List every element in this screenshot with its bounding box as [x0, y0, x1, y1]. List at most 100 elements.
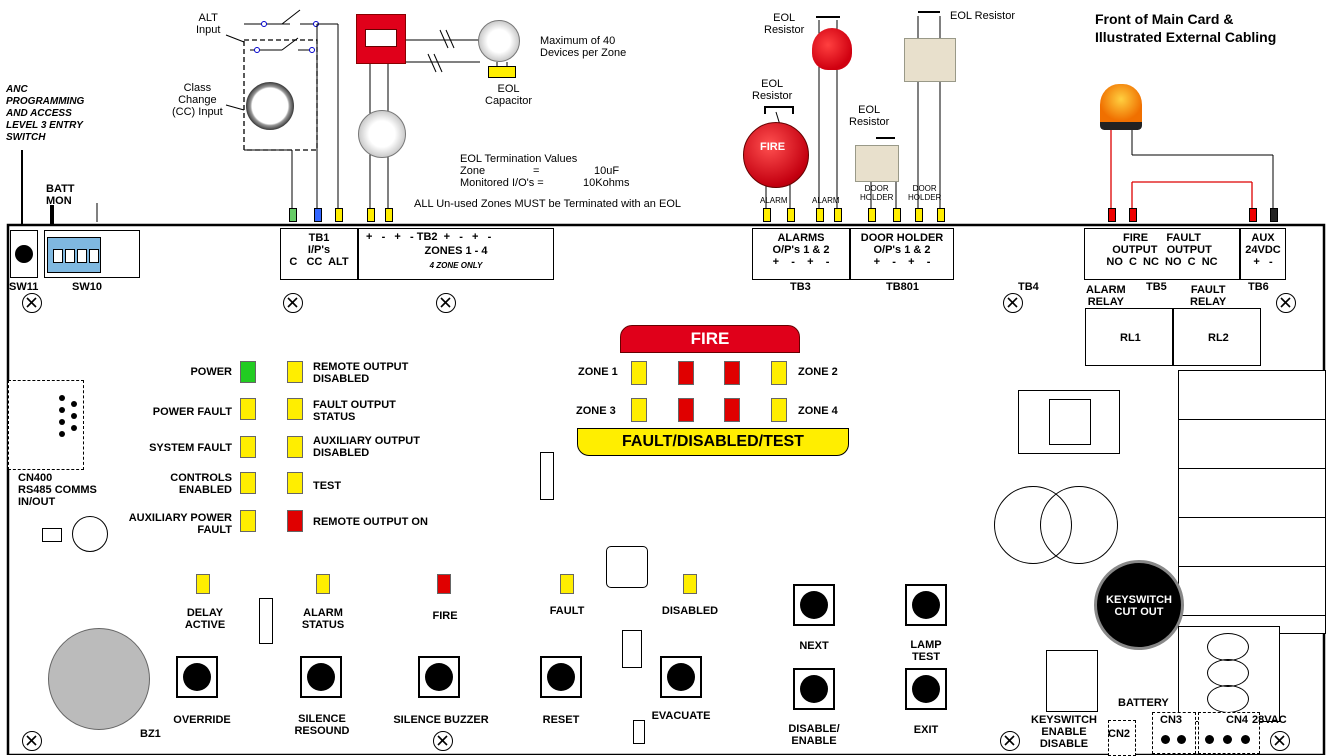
tb801-box-label: DOOR HOLDER O/P's 1 & 2 + - + - — [860, 232, 944, 268]
next-label: NEXT — [799, 640, 829, 652]
mounting-screw-icon — [1276, 293, 1296, 313]
zone4-label: ZONE 4 — [798, 405, 838, 417]
clock-device-icon — [246, 82, 294, 130]
strobe-beacon-icon — [1100, 84, 1142, 130]
mounting-screw-icon — [1003, 293, 1023, 313]
test-led — [287, 472, 303, 494]
zone2-label: ZONE 2 — [798, 366, 838, 378]
cn3-label: CN3 — [1160, 714, 1183, 726]
wire-terminal — [314, 208, 322, 222]
disabled-led — [683, 574, 697, 594]
tb4-label: TB4 — [1018, 281, 1039, 293]
delay-active-label: DELAY ACTIVE — [184, 607, 226, 631]
wire-terminal — [1129, 208, 1137, 222]
wire-terminal — [816, 208, 824, 222]
next-button[interactable] — [793, 584, 835, 626]
power-label: POWER — [190, 366, 232, 378]
tb801-label: TB801 — [886, 281, 920, 293]
delay-active-led — [196, 574, 210, 594]
disable-enable-button[interactable] — [793, 668, 835, 710]
test-label: TEST — [313, 480, 342, 492]
capacitor-2 — [1040, 486, 1118, 564]
keyswitch-cutout-label: KEYSWITCH CUT OUT — [1106, 594, 1172, 618]
lamp-test-button[interactable] — [905, 584, 947, 626]
tb6-connector[interactable] — [1240, 228, 1286, 280]
tb3-label: TB3 — [790, 281, 811, 293]
exit-label: EXIT — [913, 724, 939, 736]
zone2-fire-led — [724, 361, 740, 385]
mounting-screw-icon — [22, 293, 42, 313]
silence-buzzer-button[interactable] — [418, 656, 460, 698]
alarm-status-led — [316, 574, 330, 594]
fault-relay-label: FAULT RELAY — [1190, 284, 1227, 308]
battery-label: BATTERY — [1118, 697, 1169, 709]
eol-resistor-label-3: EOL Resistor — [849, 104, 890, 128]
tb6-box-label: AUX 24VDC + - — [1245, 232, 1281, 268]
resistor-icon — [764, 106, 794, 114]
wire-terminal — [937, 208, 945, 222]
aux-output-disabled-led — [287, 436, 303, 458]
tb5-connector[interactable] — [1084, 228, 1240, 280]
alt-input-label: ALT Input — [196, 12, 221, 36]
door-holder-wire-label-2: DOOR HOLDER — [908, 184, 942, 202]
exit-button[interactable] — [905, 668, 947, 710]
transformer-block — [1018, 390, 1120, 454]
aux-power-fault-label: AUXILIARY POWER FAULT — [128, 512, 232, 536]
tb2-sub-label: 4 ZONE ONLY — [429, 261, 483, 270]
cn4-label: CN4 — [1226, 714, 1249, 726]
silence-resound-button[interactable] — [300, 656, 342, 698]
reset-label: RESET — [542, 714, 580, 726]
tb2-connector[interactable] — [358, 228, 554, 280]
sw11-label: SW11 — [9, 281, 39, 293]
class-change-label: Class Change (CC) Input — [172, 82, 223, 118]
tb3-connector[interactable] — [752, 228, 850, 280]
wire-terminal — [289, 208, 297, 222]
mounting-screw-icon — [1270, 731, 1290, 751]
zone1-fault-led — [631, 361, 647, 385]
silence-buzzer-label: SILENCE BUZZER — [393, 714, 489, 726]
reset-button[interactable] — [540, 656, 582, 698]
tb2-label: ZONES 1 - 4 — [424, 245, 488, 257]
cn4-connector[interactable] — [1198, 712, 1260, 754]
remote-output-disabled-label: REMOTE OUTPUT DISABLED — [313, 361, 409, 385]
relay-rl1 — [1085, 308, 1173, 366]
wire-terminal — [1270, 208, 1278, 222]
evacuate-label: EVACUATE — [651, 710, 711, 722]
ic-chip — [259, 598, 273, 644]
transformer-coils — [1178, 626, 1280, 722]
bz1-label: BZ1 — [140, 728, 161, 740]
zone4-fire-led — [724, 398, 740, 422]
override-button[interactable] — [176, 656, 218, 698]
fire-bell-text: FIRE — [760, 141, 786, 153]
tb5-box-label: FIRE FAULT OUTPUT OUTPUT NO C NC NO C NC — [1106, 232, 1218, 268]
keyswitch-enable-label: KEYSWITCH ENABLE DISABLE — [1031, 714, 1097, 750]
cn3-connector[interactable] — [1152, 712, 1196, 754]
door-holder-icon-2 — [904, 38, 956, 82]
eol-io: Monitored I/O's = — [460, 177, 544, 189]
alarm-relay-label: ALARM RELAY — [1086, 284, 1126, 308]
fault-led — [560, 574, 574, 594]
fire-label: FIRE — [432, 610, 458, 622]
wire-terminal — [787, 208, 795, 222]
power-fault-led — [240, 398, 256, 420]
wire-terminal — [1249, 208, 1257, 222]
tb6-label: TB6 — [1248, 281, 1269, 293]
alarm-wire-label-1: ALARM — [760, 196, 788, 205]
disabled-label: DISABLED — [661, 605, 719, 617]
tb801-connector[interactable] — [850, 228, 954, 280]
aux-output-disabled-label: AUXILIARY OUTPUT DISABLED — [313, 435, 420, 459]
fault-disabled-test-band: FAULT/DISABLED/TEST — [577, 428, 849, 456]
mounting-screw-icon — [433, 731, 453, 751]
evacuate-button[interactable] — [660, 656, 702, 698]
fire-bell-icon: FIRE — [743, 122, 809, 188]
rl1-label: RL1 — [1120, 332, 1141, 344]
power-fault-label: POWER FAULT — [152, 406, 232, 418]
component-icon — [633, 720, 645, 744]
sw11-switch[interactable] — [10, 230, 38, 278]
tb1-connector[interactable] — [280, 228, 358, 280]
cn400-label: CN400 RS485 COMMS IN/OUT — [18, 472, 97, 508]
sw10-dip-switch[interactable] — [44, 230, 140, 278]
eol-resistor-label-2: EOL Resistor — [764, 12, 805, 36]
zone2-fault-led — [771, 361, 787, 385]
beacon-sounder-icon — [812, 28, 852, 70]
